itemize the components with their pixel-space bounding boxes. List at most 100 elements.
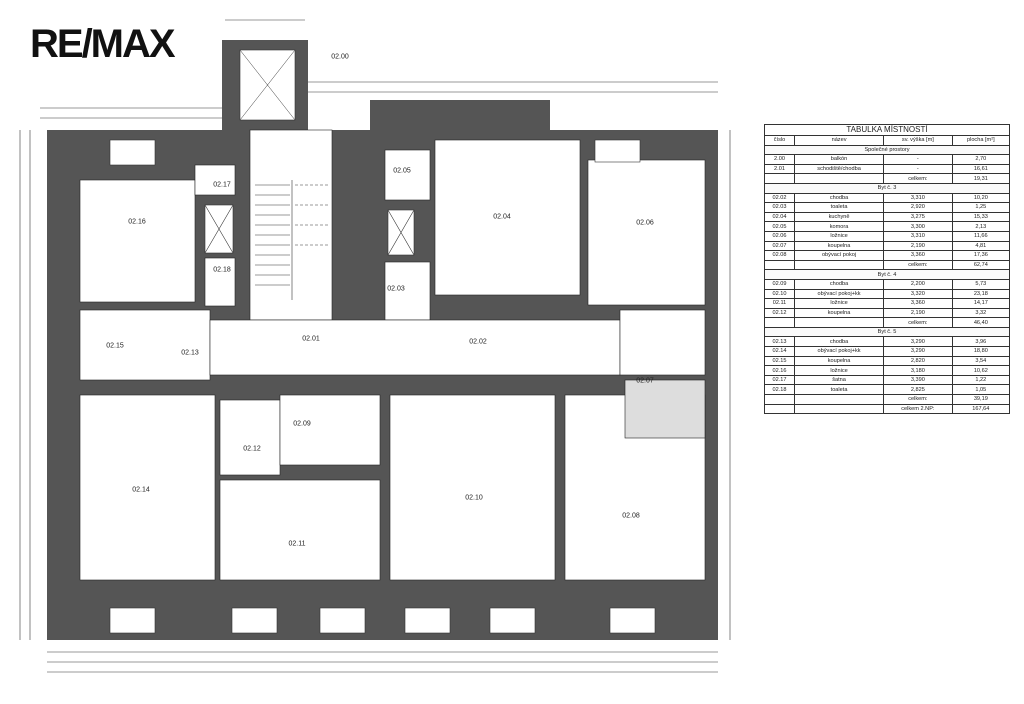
table-cell: 2,190 xyxy=(883,307,953,319)
table-cell: 3,310 xyxy=(883,192,953,204)
table-cell: 10,62 xyxy=(951,365,1011,376)
total-row: celkem:19,31 xyxy=(764,173,1011,184)
table-cell: 16,61 xyxy=(951,163,1011,175)
table-cell: obývací pokoj+kk xyxy=(793,346,885,357)
balcony-top xyxy=(370,100,550,132)
total-value: 62,74 xyxy=(951,259,1011,271)
table-cell: 3,32 xyxy=(951,307,1011,319)
table-cell: 02.17 xyxy=(764,374,795,386)
grand-total-label: celkem 2.NP: xyxy=(883,403,953,415)
table-cell: 2,820 xyxy=(883,355,953,367)
room-label: 02.04 xyxy=(493,213,511,221)
table-cell: obývací pokoj+kk xyxy=(793,288,885,300)
room-label: 02.08 xyxy=(622,512,640,520)
table-cell: 2,190 xyxy=(883,240,953,252)
shafts xyxy=(204,204,415,256)
room-label: 02.13 xyxy=(181,349,199,357)
table-cell: koupelna xyxy=(793,240,885,252)
grand-total-row: celkem 2.NP:167,64 xyxy=(764,403,1011,415)
room-label: 02.15 xyxy=(106,342,124,350)
table-cell: komora xyxy=(793,221,885,232)
table-cell: 1,05 xyxy=(951,384,1011,396)
table-cell: 3,96 xyxy=(951,336,1011,348)
table-cell: toaleta xyxy=(793,384,885,396)
table-cell: 02.04 xyxy=(764,211,795,223)
table-cell: 02.07 xyxy=(764,240,795,252)
total-row: celkem:39,19 xyxy=(764,394,1011,405)
table-cell: 15,33 xyxy=(951,211,1011,223)
column-header: název xyxy=(793,135,885,146)
table-cell: 23,18 xyxy=(951,288,1011,300)
room-label: 02.14 xyxy=(132,486,150,494)
table-cell: - xyxy=(883,163,953,175)
column-header: plocha [m²] xyxy=(951,135,1011,146)
table-cell: 2.00 xyxy=(764,154,795,165)
total-label: celkem: xyxy=(883,317,953,328)
table-cell: 1,25 xyxy=(951,202,1011,213)
room-label: 02.11 xyxy=(288,540,306,548)
table-cell: 14,17 xyxy=(951,298,1011,309)
table-cell: 3,290 xyxy=(883,346,953,357)
table-cell: 3,320 xyxy=(883,288,953,300)
room-label: 02.10 xyxy=(465,494,483,502)
table-cell: koupelna xyxy=(793,355,885,367)
table-cell: 2.01 xyxy=(764,163,795,175)
room-label: 02.05 xyxy=(393,167,411,175)
section-header: Byt č. 3 xyxy=(764,182,1010,194)
table-cell: šatna xyxy=(793,374,885,386)
total-value: 46,40 xyxy=(951,317,1011,328)
table-cell: 2,920 xyxy=(883,202,953,213)
room-label: 02.06 xyxy=(636,219,654,227)
section-header: Společné prostory xyxy=(764,144,1010,156)
table-cell: 02.18 xyxy=(764,384,795,396)
table-cell: 3,300 xyxy=(883,221,953,232)
table-cell: 18,80 xyxy=(951,346,1011,357)
room-label: 02.17 xyxy=(213,181,231,189)
dimension-lines xyxy=(19,19,731,673)
table-cell: 3,180 xyxy=(883,365,953,376)
table-cell: 3,360 xyxy=(883,298,953,309)
table-cell: kuchyně xyxy=(793,211,885,223)
section-header: Byt č. 4 xyxy=(764,269,1010,280)
table-cell: 02.09 xyxy=(764,278,795,290)
table-cell: 02.02 xyxy=(764,192,795,204)
table-cell: 11,66 xyxy=(951,230,1011,242)
table-cell: 02.15 xyxy=(764,355,795,367)
room-label: 02.18 xyxy=(213,266,231,274)
table-cell: 1,22 xyxy=(951,374,1011,386)
table-cell: ložnice xyxy=(793,365,885,376)
total-label: celkem: xyxy=(883,394,953,405)
table-cell: chodba xyxy=(793,192,885,204)
table-cell: 5,73 xyxy=(951,278,1011,290)
table-cell: toaleta xyxy=(793,202,885,213)
table-cell: 02.14 xyxy=(764,346,795,357)
total-row: celkem:62,74 xyxy=(764,259,1011,271)
table-cell: 2,70 xyxy=(951,154,1011,165)
room-label: 02.03 xyxy=(387,285,405,293)
table-cell: 02.16 xyxy=(764,365,795,376)
room-label: 02.12 xyxy=(243,445,261,453)
table-cell: 02.10 xyxy=(764,288,795,300)
column-header: sv. výška [m] xyxy=(883,135,953,146)
table-cell: 02.08 xyxy=(764,250,795,261)
table-cell: 02.13 xyxy=(764,336,795,348)
section-header: Byt č. 5 xyxy=(764,326,1010,338)
total-row: celkem:46,40 xyxy=(764,317,1011,328)
table-cell: 02.11 xyxy=(764,298,795,309)
table-cell: obývací pokoj xyxy=(793,250,885,261)
table-title: TABULKA MÍSTNOSTÍ xyxy=(764,124,1010,136)
table-cell: 3,390 xyxy=(883,374,953,386)
